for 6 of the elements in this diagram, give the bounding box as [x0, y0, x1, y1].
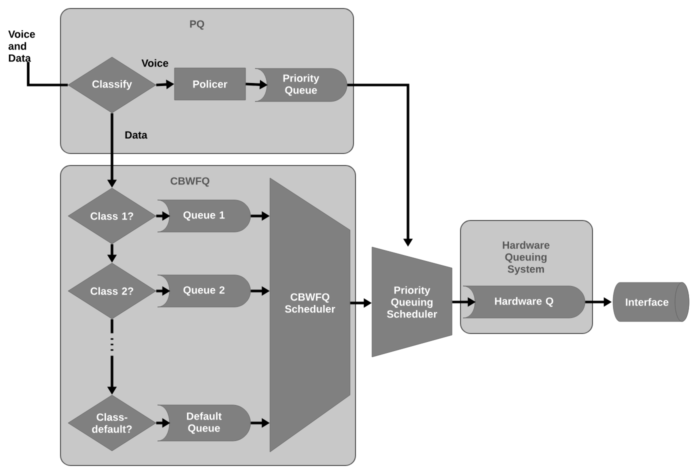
input-label: Voice and Data [8, 30, 35, 62]
arrow [26, 62, 68, 86]
scheduler-trapezoid: CBWFQ Scheduler [270, 178, 350, 452]
process-box: Policer [174, 68, 246, 100]
scheduler-trapezoid: Priority Queuing Scheduler [372, 246, 452, 358]
interface-cylinder: Interface [612, 282, 690, 322]
